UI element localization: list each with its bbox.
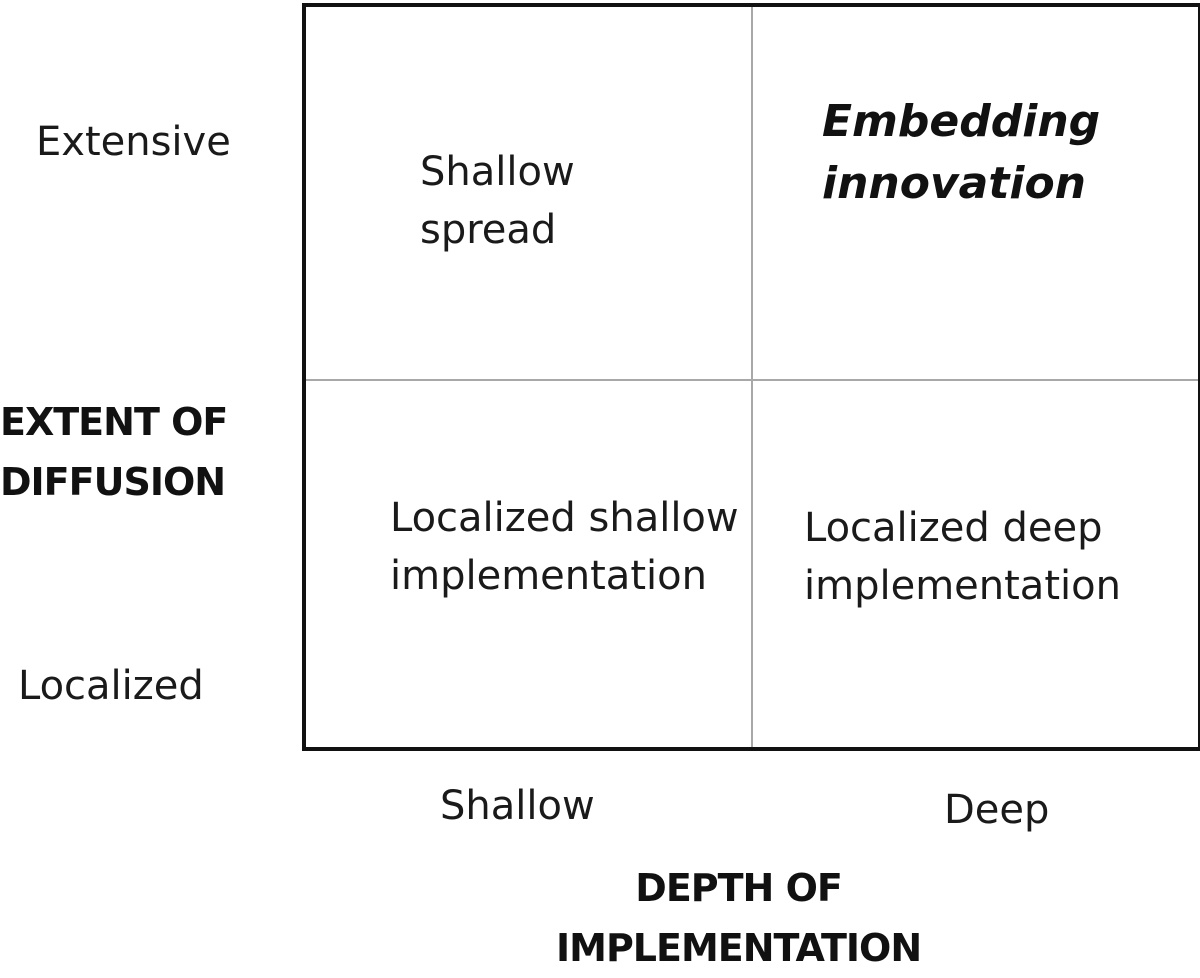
quadrant-bottom-right-line-1: Localized deep (804, 505, 1103, 551)
y-axis-tick-extensive: Extensive (36, 119, 231, 165)
quadrant-localized-deep: Localized deep implementation (804, 499, 1121, 615)
quadrant-localized-shallow: Localized shallow implementation (390, 489, 739, 605)
quadrant-bottom-right-line-2: implementation (804, 563, 1121, 609)
y-axis-tick-localized: Localized (18, 663, 204, 709)
quadrant-bottom-left-line-2: implementation (390, 553, 707, 599)
quadrant-top-left-line-1: Shallow (420, 149, 575, 195)
quadrant-bottom-left-line-1: Localized shallow (390, 495, 739, 541)
x-axis-title: DEPTH OF IMPLEMENTATION (556, 858, 922, 978)
quadrant-shallow-spread: Shallow spread (420, 143, 575, 259)
quadrant-top-right-line-1: Embedding (822, 96, 1101, 147)
x-axis-title-line-2: IMPLEMENTATION (556, 926, 922, 970)
vertical-divider (751, 7, 753, 747)
y-axis-title: EXTENT OF DIFFUSION (0, 392, 228, 512)
x-axis-tick-deep: Deep (944, 787, 1050, 833)
y-axis-title-line-1: EXTENT OF (0, 400, 228, 444)
y-axis-title-line-2: DIFFUSION (0, 460, 226, 504)
x-axis-title-line-1: DEPTH OF (635, 866, 843, 910)
quadrant-embedding-innovation: Embedding innovation (822, 91, 1100, 215)
x-axis-tick-shallow: Shallow (440, 783, 595, 829)
quadrant-matrix: Shallow spread Embedding innovation Loca… (302, 3, 1200, 751)
quadrant-top-right-line-2: innovation (822, 158, 1086, 209)
horizontal-divider (306, 379, 1198, 381)
quadrant-top-left-line-2: spread (420, 207, 557, 253)
